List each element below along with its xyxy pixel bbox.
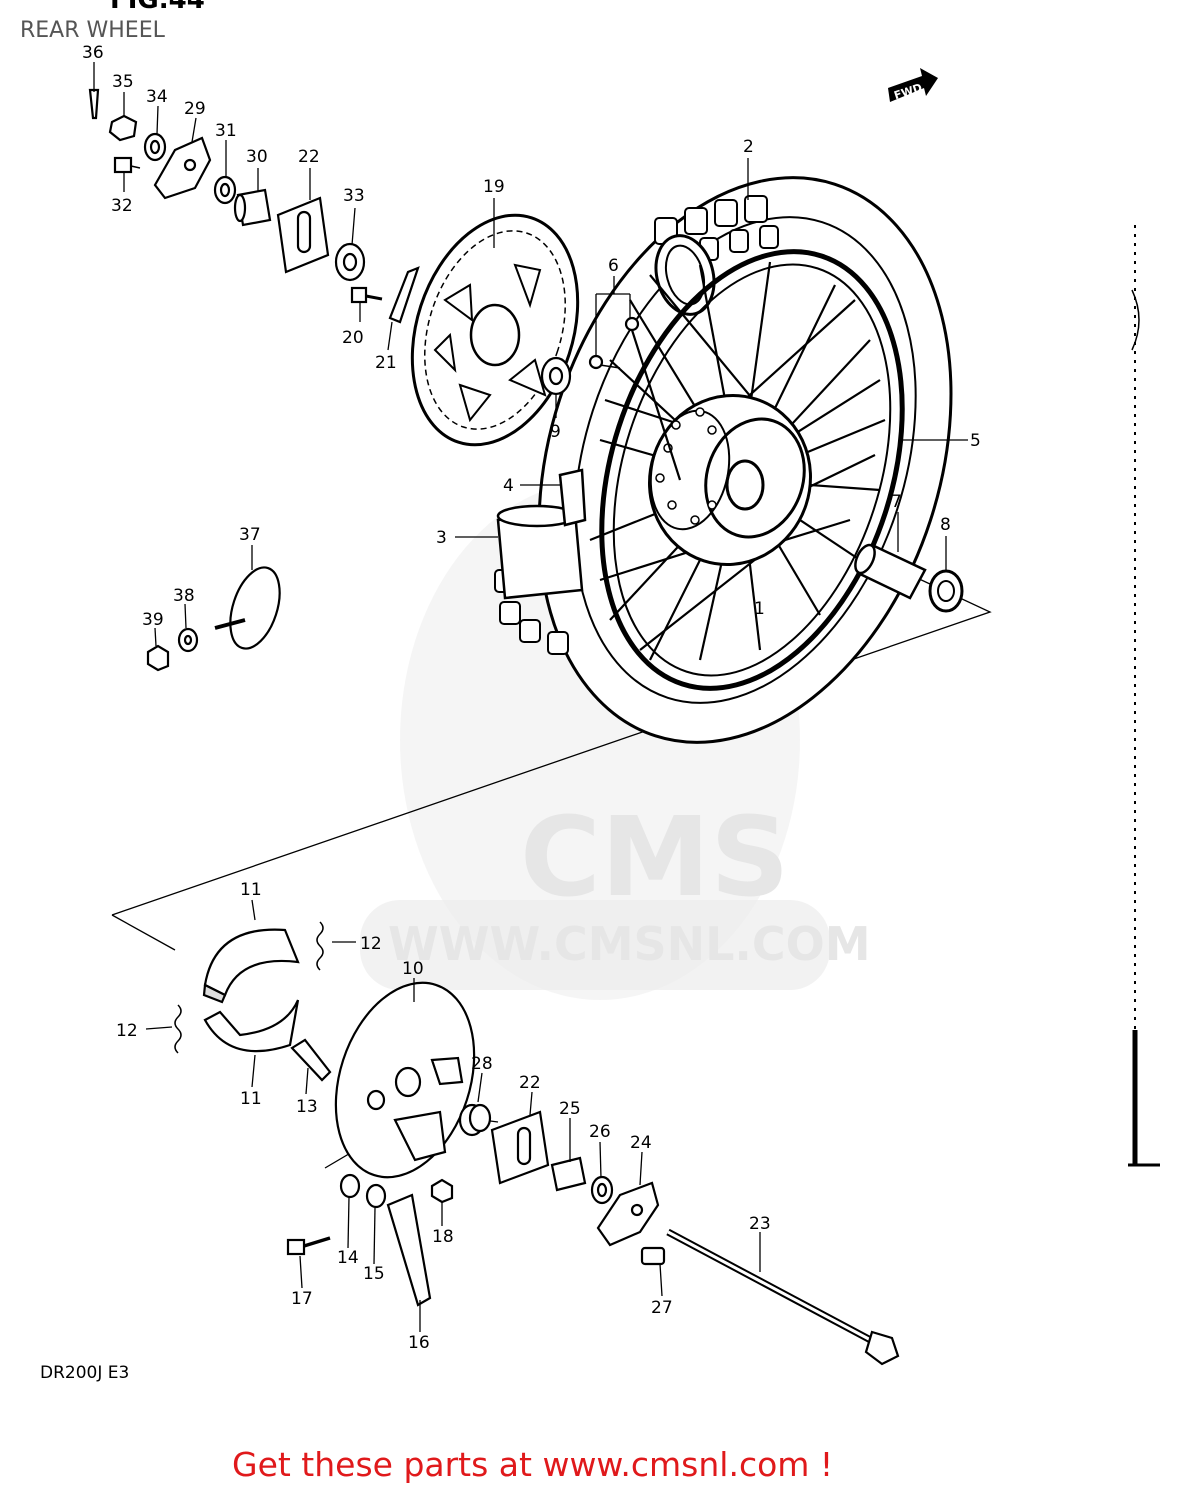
bearing-8 — [928, 569, 964, 613]
callout-8: 8 — [940, 515, 951, 535]
callout-29: 29 — [184, 99, 206, 119]
callout-12-left: 12 — [116, 1021, 138, 1041]
callout-36: 36 — [82, 43, 104, 63]
watermark-url: WWW.CMSNL.COM — [388, 917, 871, 971]
callout-28: 28 — [471, 1054, 493, 1074]
chain-adjuster-37 — [214, 566, 281, 650]
callout-21: 21 — [375, 353, 397, 373]
callout-7: 7 — [891, 492, 902, 512]
bushing-28 — [458, 1103, 492, 1137]
leader-lines — [93, 62, 968, 1332]
callout-15: 15 — [363, 1264, 385, 1284]
callout-22-upper: 22 — [298, 147, 320, 167]
spacer-7 — [854, 543, 927, 600]
callout-4: 4 — [503, 476, 514, 496]
brake-arm-16 — [386, 1193, 432, 1307]
callout-11-lower: 11 — [240, 1089, 262, 1109]
section-title: REAR WHEEL — [20, 18, 166, 43]
callout-22-lower: 22 — [519, 1073, 541, 1093]
rear-sprocket — [410, 213, 580, 447]
callout-1: 1 — [754, 599, 765, 619]
callout-24: 24 — [630, 1133, 652, 1153]
bolt-27 — [640, 1246, 666, 1266]
figure-title: FIG.44 — [110, 0, 205, 15]
washer-31 — [213, 175, 237, 205]
callout-35: 35 — [112, 72, 134, 92]
chain-adjuster-24 — [596, 1181, 660, 1247]
callout-16: 16 — [408, 1333, 430, 1353]
callout-25: 25 — [559, 1099, 581, 1119]
callout-18: 18 — [432, 1227, 454, 1247]
fwd-label: FWD — [892, 81, 923, 102]
rear-wheel-assembly — [494, 176, 964, 744]
callout-11-upper: 11 — [240, 880, 262, 900]
callout-9: 9 — [550, 422, 561, 442]
washer-15 — [365, 1183, 387, 1209]
lock-washer-21 — [388, 266, 420, 324]
callout-14: 14 — [337, 1248, 359, 1268]
callouts: 1 2 3 4 5 6 7 8 9 10 11 11 12 12 13 14 1… — [82, 43, 981, 1353]
callout-27: 27 — [651, 1298, 673, 1318]
bolt-17 — [286, 1236, 331, 1256]
spring-12-upper — [316, 921, 324, 971]
callout-12-right: 12 — [360, 934, 382, 954]
callout-23: 23 — [749, 1214, 771, 1234]
callout-37: 37 — [239, 525, 261, 545]
model-code: DR200J E3 — [40, 1363, 129, 1383]
spring-12-lower — [174, 1004, 182, 1054]
bearing-9 — [540, 356, 572, 396]
bolt-20 — [350, 286, 383, 304]
adjuster-block-22-lower — [490, 1110, 550, 1185]
callout-31: 31 — [215, 121, 237, 141]
callout-3: 3 — [436, 528, 447, 548]
washer-14 — [339, 1173, 361, 1199]
callout-5: 5 — [970, 431, 981, 451]
washer-38 — [177, 627, 199, 653]
tube-section — [496, 468, 587, 600]
callout-10: 10 — [402, 959, 424, 979]
callout-26: 26 — [589, 1122, 611, 1142]
callout-19: 19 — [483, 177, 505, 197]
hub — [648, 393, 812, 567]
washer-26 — [590, 1175, 614, 1205]
callout-32: 32 — [111, 196, 133, 216]
callout-13: 13 — [296, 1097, 318, 1117]
watermark-brand: CMS — [520, 793, 789, 921]
callout-33: 33 — [343, 186, 365, 206]
cotter-pin-36 — [88, 88, 100, 120]
footer-cta-link[interactable]: Get these parts at www.cmsnl.com ! — [232, 1445, 833, 1484]
washer-33 — [334, 242, 366, 282]
callout-38: 38 — [173, 586, 195, 606]
callout-39: 39 — [142, 610, 164, 630]
nut-18 — [430, 1178, 454, 1204]
spacer-30 — [233, 188, 272, 227]
callout-6: 6 — [608, 256, 619, 276]
callout-34: 34 — [146, 87, 168, 107]
nut-39 — [146, 644, 170, 672]
brake-panel-10 — [334, 981, 476, 1179]
chain-adjuster-29 — [153, 136, 212, 200]
brake-shoe-11-lower — [203, 999, 300, 1053]
callout-2: 2 — [743, 137, 754, 157]
spacer-25 — [550, 1156, 587, 1192]
brake-shoe-11-upper — [202, 928, 300, 1004]
nut-35 — [108, 114, 138, 142]
washer-34 — [143, 132, 167, 162]
axle-23 — [666, 1228, 900, 1366]
brake-cam-13 — [290, 1038, 332, 1082]
spoke-nipple-6 — [588, 316, 682, 481]
callout-30: 30 — [246, 147, 268, 167]
bolt-32 — [113, 156, 141, 174]
rim — [599, 249, 905, 691]
scan-edge-marks — [1128, 225, 1160, 1167]
callout-17: 17 — [291, 1289, 313, 1309]
callout-20: 20 — [342, 328, 364, 348]
fwd-arrow-icon: FWD — [888, 68, 938, 102]
adjuster-block-22 — [276, 196, 330, 274]
